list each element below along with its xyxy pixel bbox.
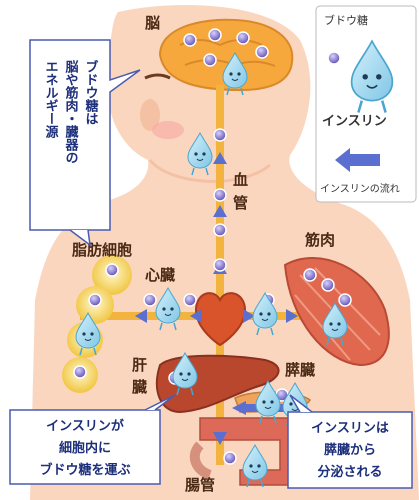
- label-pancreas: 膵臓: [285, 361, 315, 379]
- label-fat-cells: 脂肪細胞: [72, 241, 132, 259]
- legend-box: ブドウ糖 インスリン インスリンの流れ: [316, 6, 416, 202]
- callout-energy-line-1: ブドウ糖は: [83, 59, 99, 125]
- label-brain: 脳: [145, 14, 160, 32]
- legend-glucose-label: ブドウ糖: [324, 13, 368, 27]
- label-liver-2: 臓: [132, 378, 147, 396]
- label-intestine: 腸管: [185, 476, 215, 494]
- label-heart: 心臓: [145, 266, 175, 284]
- callout-secrete-line-3: 分泌される: [317, 464, 382, 480]
- legend-insulin-label: インスリン: [322, 114, 387, 129]
- legend-flow-label: インスリンの流れ: [320, 182, 400, 195]
- legend-glucose-icon: [328, 52, 340, 64]
- callout-transport-line-1: インスリンが: [46, 418, 124, 434]
- callout-energy-line-3: エネルギー源: [43, 60, 59, 139]
- callout-energy-line-2: 脳や筋肉・臓器の: [63, 60, 80, 164]
- label-blood-vessel-1: 血: [233, 171, 248, 189]
- callout-transport-line-2: 細胞内に: [59, 440, 111, 456]
- callout-transport-line-3: ブドウ糖を運ぶ: [39, 462, 130, 478]
- label-muscle: 筋肉: [304, 231, 335, 249]
- label-liver-1: 肝: [132, 356, 147, 374]
- label-blood-vessel-2: 管: [233, 194, 248, 212]
- callout-secrete-line-1: インスリンは: [311, 421, 389, 436]
- callout-secrete-line-2: 膵臓から: [324, 442, 376, 458]
